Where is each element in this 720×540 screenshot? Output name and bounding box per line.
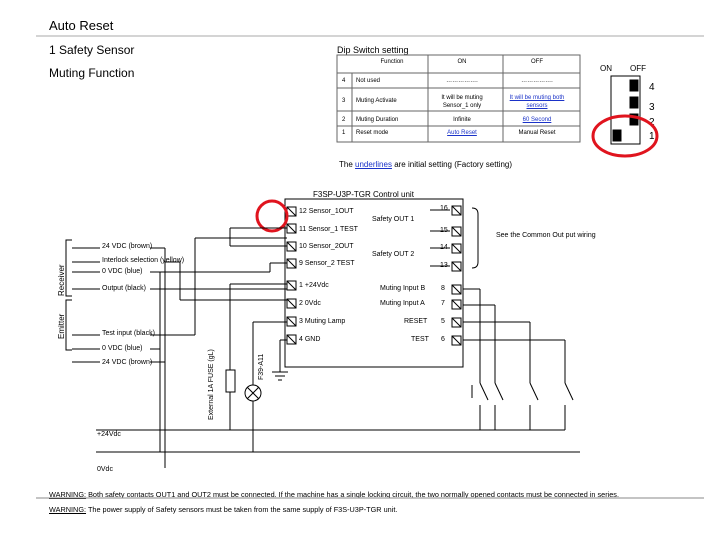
dip-header-on: ON xyxy=(457,59,467,65)
dip-switch-number: 4 xyxy=(649,82,655,93)
dip-row-on: It will be muting Sensor_1 only xyxy=(441,95,483,109)
dip-row-function: Muting Activate xyxy=(356,98,397,104)
terminal-number-6: 6 xyxy=(441,336,445,343)
dip-switch-number: 1 xyxy=(649,131,655,142)
receiver-wire-24vdc: 24 VDC (brown) xyxy=(102,243,153,250)
page-title: Auto Reset xyxy=(49,18,114,33)
supply-zero-label: 0Vdc xyxy=(97,466,113,473)
terminal-label-12: 12 Sensor_1OUT xyxy=(299,208,354,215)
switch-contact xyxy=(564,382,574,401)
highlight-circle-dip xyxy=(591,114,659,158)
dip-switch-title: Dip Switch setting xyxy=(337,45,409,55)
factory-setting-note: The underlines are initial setting (Fact… xyxy=(339,160,512,169)
note-suffix: are initial setting (Factory setting) xyxy=(394,160,513,169)
note-link[interactable]: underlines xyxy=(355,160,392,169)
dip-switch-number: 2 xyxy=(649,117,655,128)
terminal-label-10: 10 Sensor_2OUT xyxy=(299,243,354,250)
terminal-label-3: 3 Muting Lamp xyxy=(299,318,346,325)
supply-plus-label: +24Vdc xyxy=(97,431,121,438)
dip-table-grid xyxy=(336,54,581,143)
receiver-wire-output: Output (black) xyxy=(102,285,146,292)
dip-switch-off-label: OFF xyxy=(630,64,646,73)
muting-input-a-label: Muting Input A xyxy=(380,300,425,307)
dip-row-off-link[interactable]: It will be muting both sensors xyxy=(509,95,565,109)
dip-switch-number: 3 xyxy=(649,102,655,113)
terminal-number-16: 16 xyxy=(440,205,448,212)
terminal-number-8: 8 xyxy=(441,285,445,292)
muting-heading: Muting Function xyxy=(49,66,135,80)
emitter-bracket xyxy=(65,299,72,351)
dip-switch-knob-2 xyxy=(629,113,639,126)
left-terminal-squares xyxy=(286,206,297,345)
warning-1: WARNING: Both safety contacts OUT1 and O… xyxy=(49,490,619,499)
switch-contact xyxy=(479,382,489,401)
dip-row-function: Reset mode xyxy=(356,130,389,136)
note-prefix: The xyxy=(339,160,353,169)
terminal-label-9: 9 Sensor_2 TEST xyxy=(299,260,355,267)
switch-contact xyxy=(494,382,504,401)
dip-row-off: ……………. xyxy=(521,78,553,84)
external-fuse xyxy=(225,369,236,393)
common-out-note: See the Common Out put wiring xyxy=(496,232,596,239)
dip-row-on: ……………. xyxy=(446,78,478,84)
receiver-wire-0vdc: 0 VDC (blue) xyxy=(102,268,143,275)
terminal-number-5: 5 xyxy=(441,318,445,325)
dip-row-num: 4 xyxy=(342,78,346,84)
terminal-label-1: 1 +24Vdc xyxy=(299,282,329,289)
terminal-label-4: 4 GND xyxy=(299,336,321,343)
switch-contact xyxy=(529,382,539,401)
highlight-circle-terminal xyxy=(255,199,289,233)
dip-row-num: 3 xyxy=(342,98,346,104)
warning-2: WARNING: The power supply of Safety sens… xyxy=(49,505,398,514)
control-unit-box xyxy=(284,198,464,368)
dip-header-function: Function xyxy=(380,59,404,65)
emitter-wire-test: Test input (black) xyxy=(102,330,155,337)
muting-input-b-label: Muting Input B xyxy=(380,285,426,292)
receiver-bracket xyxy=(65,239,72,297)
safety-out2-label: Safety OUT 2 xyxy=(372,251,415,258)
emitter-wire-24vdc: 24 VDC (brown) xyxy=(102,359,153,366)
dip-row-function: Not used xyxy=(356,78,381,84)
dip-header-off: OFF xyxy=(531,59,543,65)
reset-input-label: RESET xyxy=(404,318,428,325)
safety-out1-label: Safety OUT 1 xyxy=(372,216,415,223)
receiver-wire-interlock: Interlock selection (yellow) xyxy=(102,257,185,264)
dip-switch-on-label: ON xyxy=(600,64,612,73)
right-terminal-squares xyxy=(451,205,462,346)
dip-row-num: 2 xyxy=(342,117,346,123)
terminal-label-11: 11 Sensor_1 TEST xyxy=(299,226,358,233)
dip-switch-knob-1 xyxy=(612,129,622,142)
safety-sensor-heading: 1 Safety Sensor xyxy=(49,43,135,57)
dip-row-on-link[interactable]: Auto Reset xyxy=(447,130,477,136)
dip-row-off: Manual Reset xyxy=(518,130,556,136)
dip-row-on: Infinite xyxy=(453,117,471,123)
emitter-wire-0vdc: 0 VDC (blue) xyxy=(102,345,143,352)
dip-row-num: 1 xyxy=(342,130,346,136)
dip-switch-knob-4 xyxy=(629,79,639,92)
dip-row-off-link[interactable]: 60 Second xyxy=(522,117,552,123)
dip-switch-knob-3 xyxy=(629,96,639,109)
control-unit-title: F3SP-U3P-TGR Control unit xyxy=(313,190,414,199)
dip-row-function: Muting Duration xyxy=(356,117,399,123)
test-input-label: TEST xyxy=(411,336,429,343)
terminal-number-7: 7 xyxy=(441,300,445,307)
terminal-label-2: 2 0Vdc xyxy=(299,300,321,307)
dip-switch-body xyxy=(610,75,641,145)
